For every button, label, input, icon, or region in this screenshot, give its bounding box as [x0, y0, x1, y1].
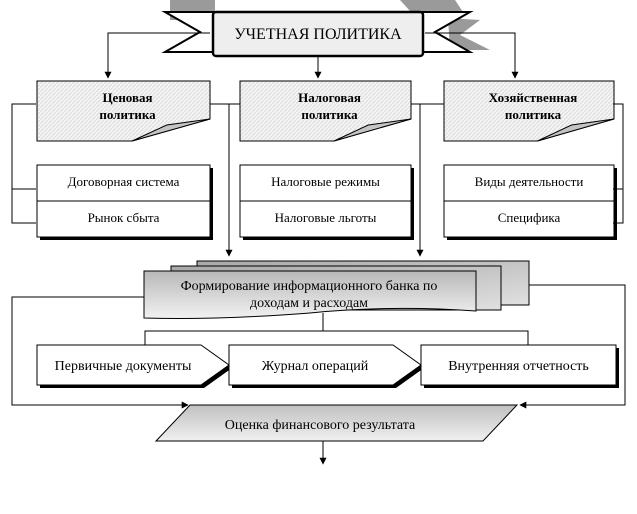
- ribbon-shadow-tail: [448, 18, 490, 50]
- step-box: [228, 344, 422, 386]
- policy-side-connectors: [11, 103, 624, 257]
- policy-title-line1: Хозяйственная: [489, 90, 578, 105]
- policy-item: Рынок сбыта: [88, 210, 160, 225]
- policy-item: Виды деятельности: [475, 174, 584, 189]
- title-connectors: [104, 32, 519, 79]
- step-box: [420, 344, 617, 386]
- step-label: Первичные документы: [55, 359, 192, 374]
- title-banner: УЧЕТНАЯ ПОЛИТИКА: [161, 0, 490, 58]
- policy-item: Налоговые режимы: [271, 174, 380, 189]
- step-2: Внутренняя отчетность: [420, 344, 619, 388]
- step-box: [36, 344, 230, 386]
- info-bank-line1: Формирование информационного банка по: [181, 279, 438, 294]
- financial-result-label: Оценка финансового результата: [225, 418, 416, 433]
- folded-corner-icon: [131, 118, 211, 142]
- policy-item: Специфика: [498, 210, 561, 225]
- folded-corner-icon: [333, 118, 412, 142]
- policy-item: Договорная система: [68, 174, 180, 189]
- step-label: Внутренняя отчетность: [448, 359, 589, 374]
- policy-title-line2: политика: [505, 107, 562, 122]
- page-title: УЧЕТНАЯ ПОЛИТИКА: [234, 26, 402, 43]
- info-bank-connectors: [11, 284, 626, 409]
- step-label: Журнал операций: [262, 359, 369, 374]
- info-bank-line2: доходам и расходам: [250, 296, 368, 311]
- folded-corner-icon: [537, 118, 615, 142]
- financial-result-box: [154, 404, 519, 442]
- step-1: Журнал операций: [228, 344, 424, 388]
- info-bank-stack: Формирование информационного банка по до…: [143, 260, 530, 319]
- financial-result: Оценка финансового результата: [154, 404, 519, 465]
- policy-title-line1: Ценовая: [102, 90, 152, 105]
- policy-item: Налоговые льготы: [275, 210, 377, 225]
- policy-title-line2: политика: [99, 107, 156, 122]
- ribbon-left-tail: [161, 11, 216, 53]
- info-bank-box: [143, 270, 477, 319]
- step-0: Первичные документы: [36, 344, 232, 388]
- policy-title-line1: Налоговая: [298, 90, 361, 105]
- policy-title-line2: политика: [301, 107, 358, 122]
